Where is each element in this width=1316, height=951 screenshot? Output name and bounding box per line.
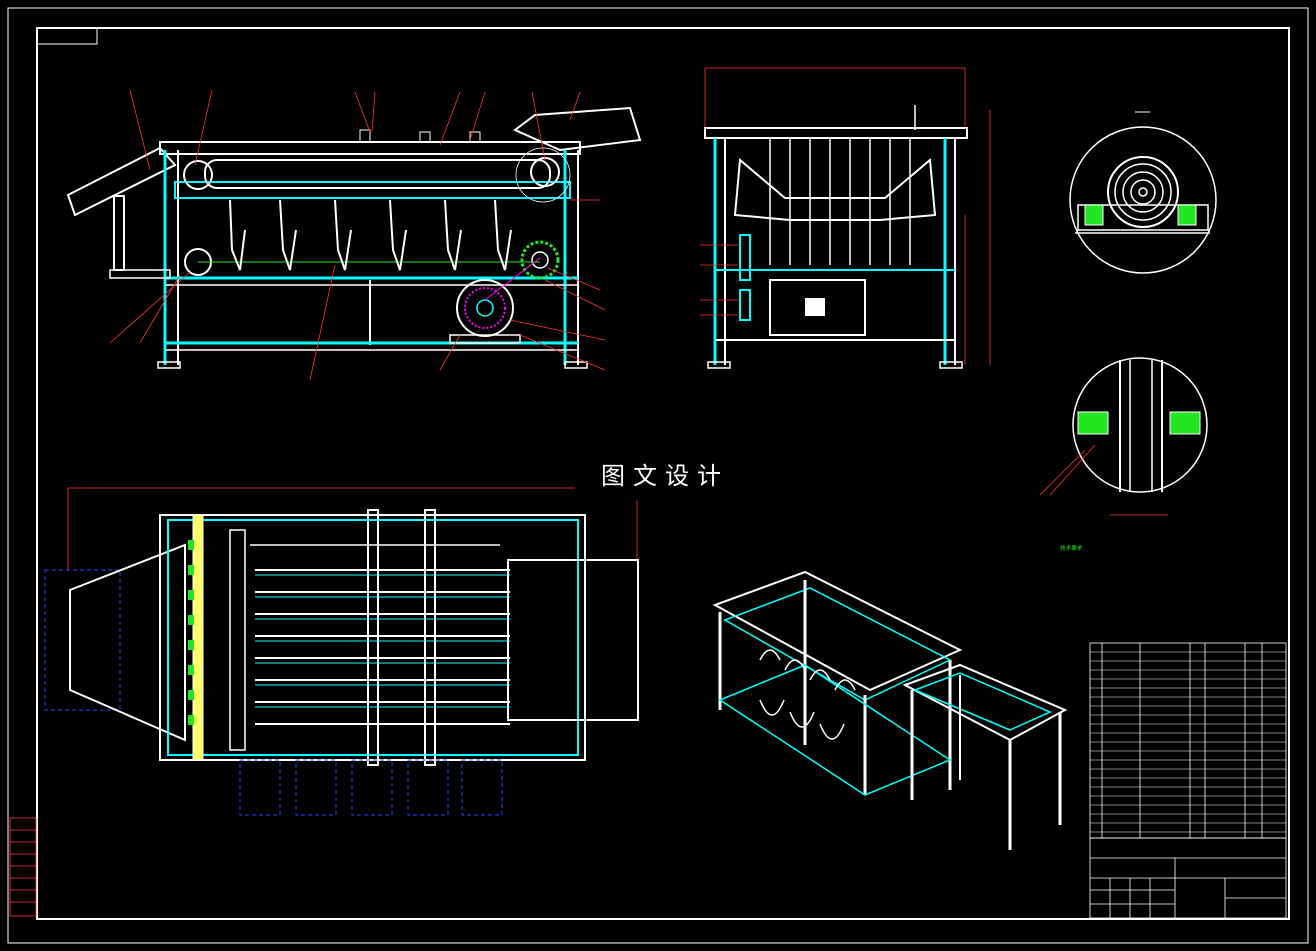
- technical-notes-title: 技术要求: [1060, 546, 1083, 552]
- isometric-view: [712, 570, 1068, 850]
- front-elevation-view: [66, 89, 642, 381]
- detail-view-a: [1039, 357, 1208, 516]
- detail-view-b: [1069, 111, 1217, 274]
- title-block: [1089, 837, 1287, 919]
- side-elevation-view: [700, 67, 991, 369]
- parts-list-table: [1089, 642, 1287, 839]
- revision-block: [9, 817, 37, 917]
- parts-list-rows: [1090, 651, 1286, 833]
- watermark-text: 图文设计: [575, 458, 755, 494]
- plan-view: [44, 487, 639, 816]
- technical-notes: 技术要求: [1060, 544, 1300, 555]
- sheet-border: [7, 7, 1309, 944]
